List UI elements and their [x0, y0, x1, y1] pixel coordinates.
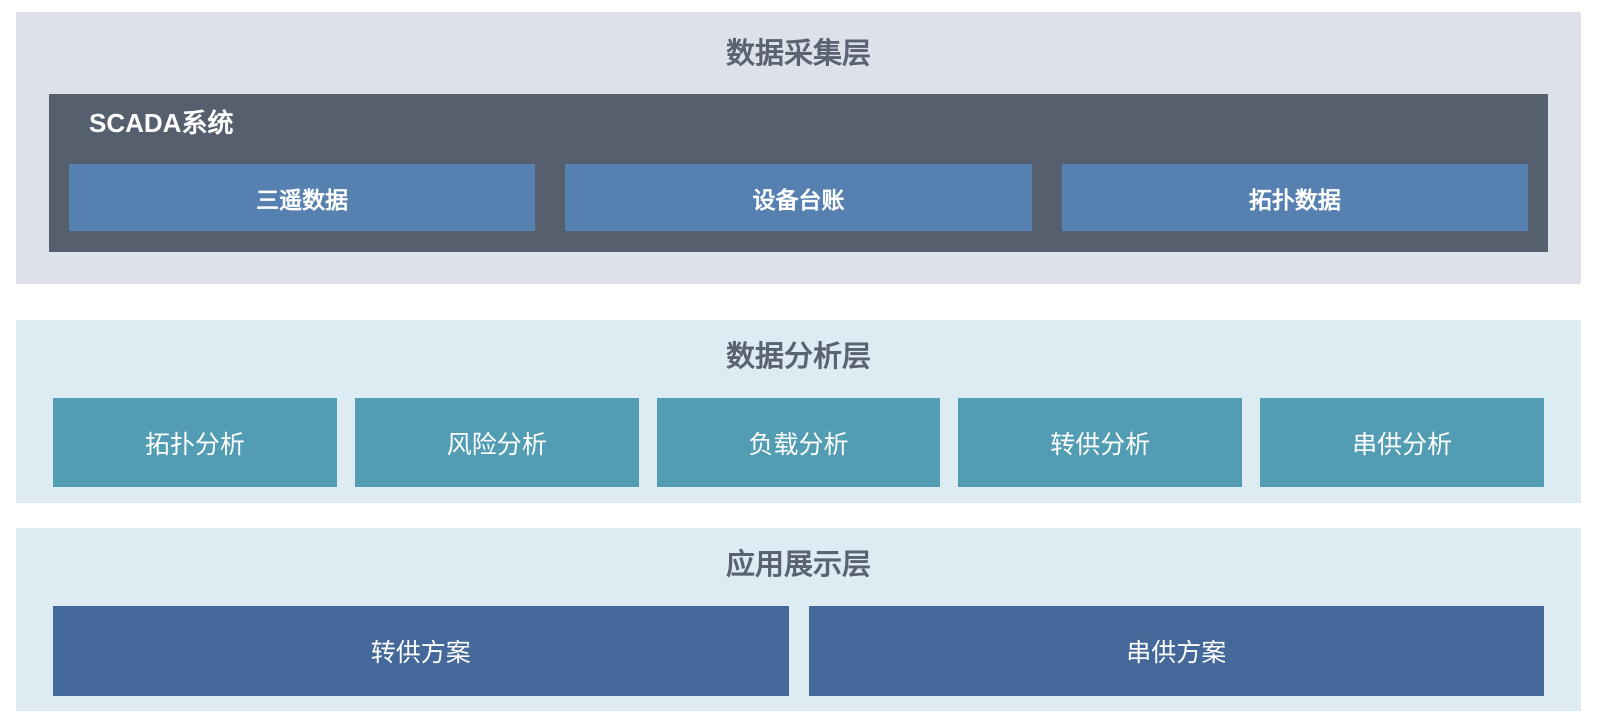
box-transfer-supply-analysis: 转供分析	[958, 398, 1243, 487]
scada-system-container: SCADA系统 三遥数据 设备台账 拓扑数据	[49, 94, 1548, 252]
scada-system-label: SCADA系统	[89, 108, 234, 138]
box-series-supply-plan: 串供方案	[808, 606, 1544, 696]
layer-data-collection: 数据采集层 SCADA系统 三遥数据 设备台账 拓扑数据	[16, 12, 1581, 284]
scada-box-row: 三遥数据 设备台账 拓扑数据	[69, 164, 1528, 231]
layer-data-analysis-title: 数据分析层	[725, 341, 871, 373]
box-equipment-ledger: 设备台账	[565, 164, 1032, 231]
layer-application-display: 应用展示层 转供方案 串供方案	[16, 528, 1581, 711]
layer-data-analysis: 数据分析层 拓扑分析 风险分析 负载分析 转供分析 串供分析	[16, 320, 1581, 503]
box-risk-analysis: 风险分析	[354, 398, 639, 487]
box-transfer-supply-plan: 转供方案	[53, 606, 789, 696]
application-box-row: 转供方案 串供方案	[16, 606, 1581, 696]
box-telemetry-data: 三遥数据	[69, 164, 536, 231]
box-load-analysis: 负载分析	[656, 398, 941, 487]
box-topology-data: 拓扑数据	[1061, 164, 1528, 231]
analysis-box-row: 拓扑分析 风险分析 负载分析 转供分析 串供分析	[16, 398, 1581, 487]
layer-data-collection-title: 数据采集层	[725, 38, 871, 70]
layer-application-display-title: 应用展示层	[725, 549, 871, 581]
box-series-supply-analysis: 串供分析	[1260, 398, 1544, 487]
box-topology-analysis: 拓扑分析	[53, 398, 337, 487]
